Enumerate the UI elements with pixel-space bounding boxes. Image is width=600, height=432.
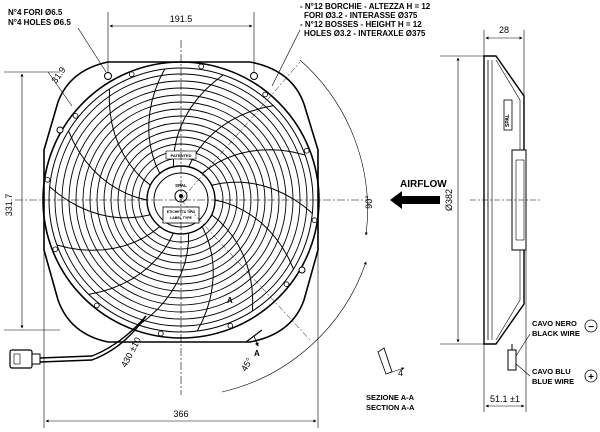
black-wire-en: BLACK WIRE bbox=[532, 329, 580, 338]
section-markers: A A bbox=[227, 296, 263, 358]
grille-spokes bbox=[49, 68, 313, 332]
note-bosses-en-2: HOLES Ø3.2 - INTERAXLE Ø375 bbox=[304, 29, 426, 38]
dim-51-1: 51.1 ±1 bbox=[490, 394, 520, 404]
blue-wire-it: CAVO BLU bbox=[532, 367, 571, 376]
dim-90: 90° bbox=[364, 195, 374, 209]
dim-height: 331.7 bbox=[4, 71, 60, 331]
boss bbox=[52, 246, 59, 253]
boss bbox=[198, 63, 205, 70]
dim-191-5: 191.5 bbox=[170, 14, 193, 24]
airflow-label: AIRFLOW bbox=[400, 179, 447, 190]
dim-31-9: 31.9 bbox=[49, 65, 67, 85]
grille-spoke bbox=[138, 233, 190, 326]
section-detail: 4 SEZIONE A-A SECTION A-A bbox=[366, 347, 415, 412]
boss bbox=[72, 113, 79, 119]
plus-symbol: + bbox=[588, 372, 594, 383]
grille-spoke bbox=[68, 130, 148, 201]
grille-spoke bbox=[148, 68, 166, 174]
note-holes-it: N°4 FORI Ø6.5 bbox=[8, 8, 63, 17]
dim-45: 45° bbox=[239, 356, 255, 373]
dim-hole-spacing: 191.5 bbox=[107, 12, 255, 72]
boss bbox=[44, 177, 51, 183]
dim-angle-90: 90° bbox=[180, 59, 374, 236]
note-holes-en: N°4 HOLES Ø6.5 bbox=[8, 18, 71, 27]
note-bosses-en-1: - N°12 BOSSES - HEIGHT H = 12 bbox=[300, 20, 422, 29]
note-bosses-it-2: FORI Ø3.2 - INTERASSE Ø375 bbox=[304, 11, 418, 20]
section-dim-4: 4 bbox=[398, 368, 403, 378]
grille-spoke bbox=[188, 105, 274, 168]
grille-spoke bbox=[201, 149, 306, 174]
shroud-outline bbox=[43, 61, 319, 343]
grille-spoke bbox=[211, 181, 313, 214]
mounting-holes bbox=[56, 72, 306, 274]
boss bbox=[128, 71, 135, 78]
grille-spoke bbox=[214, 199, 294, 270]
boss bbox=[158, 330, 164, 337]
dim-width: 366 bbox=[43, 250, 319, 428]
grille-spoke bbox=[49, 186, 151, 219]
grille-spoke bbox=[108, 88, 151, 186]
bosses bbox=[44, 63, 318, 337]
section-label-en: SECTION A-A bbox=[366, 403, 415, 412]
side-brand: SPAL bbox=[505, 114, 511, 127]
dim-motor-depth: 51.1 ±1 bbox=[483, 250, 527, 412]
boss bbox=[227, 322, 234, 329]
dim-cable-length: 430 ±10 bbox=[119, 336, 143, 369]
grille-spoke bbox=[172, 74, 224, 167]
boss bbox=[262, 91, 269, 98]
side-view: SPAL bbox=[470, 55, 540, 377]
dim-offset: 31.9 bbox=[47, 65, 73, 107]
boss bbox=[283, 281, 290, 288]
front-view: ETICHETTA TIPO LABEL TYPE SPAL PATENTED bbox=[15, 40, 370, 395]
grille-spoke bbox=[196, 226, 214, 332]
dim-angle-45: 45° bbox=[180, 199, 367, 393]
grille-spoke bbox=[88, 232, 174, 295]
airflow-indicator: AIRFLOW bbox=[390, 179, 447, 209]
blue-wire-en: BLUE WIRE bbox=[532, 377, 574, 386]
grille-spoke bbox=[211, 214, 254, 312]
label-area-text-2: LABEL TYPE bbox=[170, 216, 192, 220]
note-bosses-it-1: - N°12 BORCHIE - ALTEZZA H = 12 bbox=[300, 2, 431, 11]
cable-connector bbox=[9, 315, 147, 369]
wire-labels: CAVO NERO BLACK WIRE − CAVO BLU BLUE WIR… bbox=[532, 319, 598, 386]
boss bbox=[94, 302, 100, 309]
dim-366: 366 bbox=[173, 409, 188, 419]
dim-382: Ø382 bbox=[444, 189, 454, 211]
minus-symbol: − bbox=[588, 322, 594, 333]
dim-28: 28 bbox=[499, 25, 509, 35]
boss bbox=[311, 217, 318, 224]
dim-depth: 28 bbox=[483, 25, 525, 96]
section-label-it: SEZIONE A-A bbox=[366, 393, 415, 402]
black-wire-it: CAVO NERO bbox=[532, 319, 577, 328]
section-a-top: A bbox=[227, 296, 233, 305]
section-a-bottom: A bbox=[254, 349, 260, 358]
dim-diameter: Ø382 bbox=[440, 55, 484, 345]
boss bbox=[303, 147, 310, 154]
dim-331-7: 331.7 bbox=[4, 194, 14, 217]
grille-spoke bbox=[56, 226, 161, 251]
